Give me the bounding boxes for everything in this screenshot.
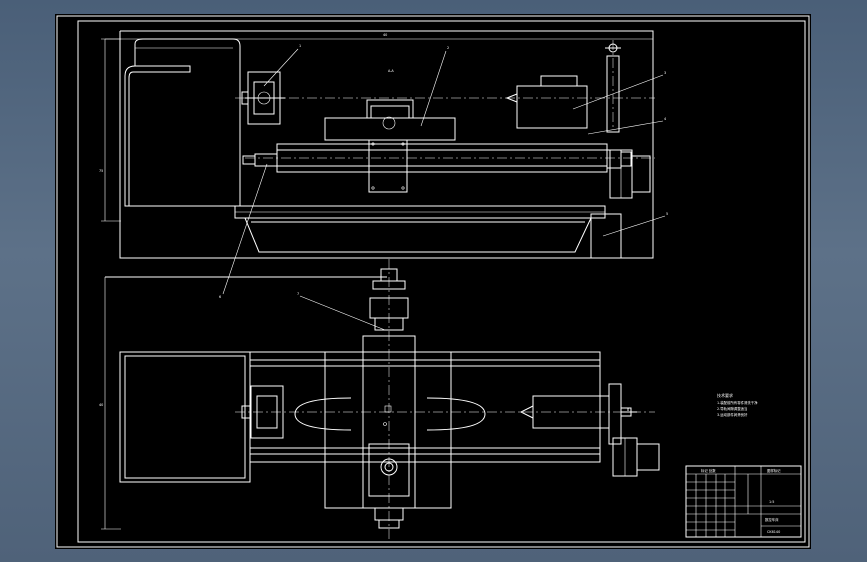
notes-line-1: 1.装配前所有零件清洗干净 xyxy=(717,400,758,405)
outer-frame xyxy=(56,15,810,548)
title-block-header-right: 图样标记 xyxy=(767,468,781,473)
svg-text:40: 40 xyxy=(99,403,103,407)
part-number-4: 4 xyxy=(664,117,666,121)
title-block-header-left: 标记 处数 xyxy=(701,468,716,473)
inner-frame xyxy=(77,20,806,543)
part-number-labels: 1 2 3 4 5 6 7 8 xyxy=(219,44,668,412)
title-block: 标记 处数 图样标记 1:5 数控车床 CK6140 xyxy=(685,465,802,538)
part-number-1: 1 xyxy=(299,44,301,48)
drawing-canvas: 40 75 xyxy=(56,15,810,548)
technical-notes: 技术要求 1.装配前所有零件清洗干净 2.导轨间隙调整适当 3.运动部件润滑良好 xyxy=(717,392,758,417)
part-number-7: 7 xyxy=(297,292,299,296)
drawing-sheet: 40 75 xyxy=(55,14,811,549)
notes-line-2: 2.导轨间隙调整适当 xyxy=(717,406,747,411)
part-number-3: 3 xyxy=(664,71,666,75)
plan-view: 40 xyxy=(99,259,660,539)
top-view-label: A-A xyxy=(388,69,394,73)
part-number-5: 5 xyxy=(666,212,668,216)
part-number-6: 6 xyxy=(219,295,221,299)
part-number-2: 2 xyxy=(447,46,449,50)
title-block-drawing-name: 数控车床 xyxy=(765,517,779,522)
notes-line-3: 3.运动部件润滑良好 xyxy=(717,412,748,417)
part-number-8: 8 xyxy=(627,408,629,412)
svg-text:40: 40 xyxy=(383,33,387,37)
title-block-drawing-number: CK6140 xyxy=(767,530,780,534)
svg-text:75: 75 xyxy=(99,169,103,173)
front-elevation-view: 40 75 xyxy=(99,30,666,295)
notes-title: 技术要求 xyxy=(717,392,733,398)
title-block-scale: 1:5 xyxy=(769,500,774,504)
